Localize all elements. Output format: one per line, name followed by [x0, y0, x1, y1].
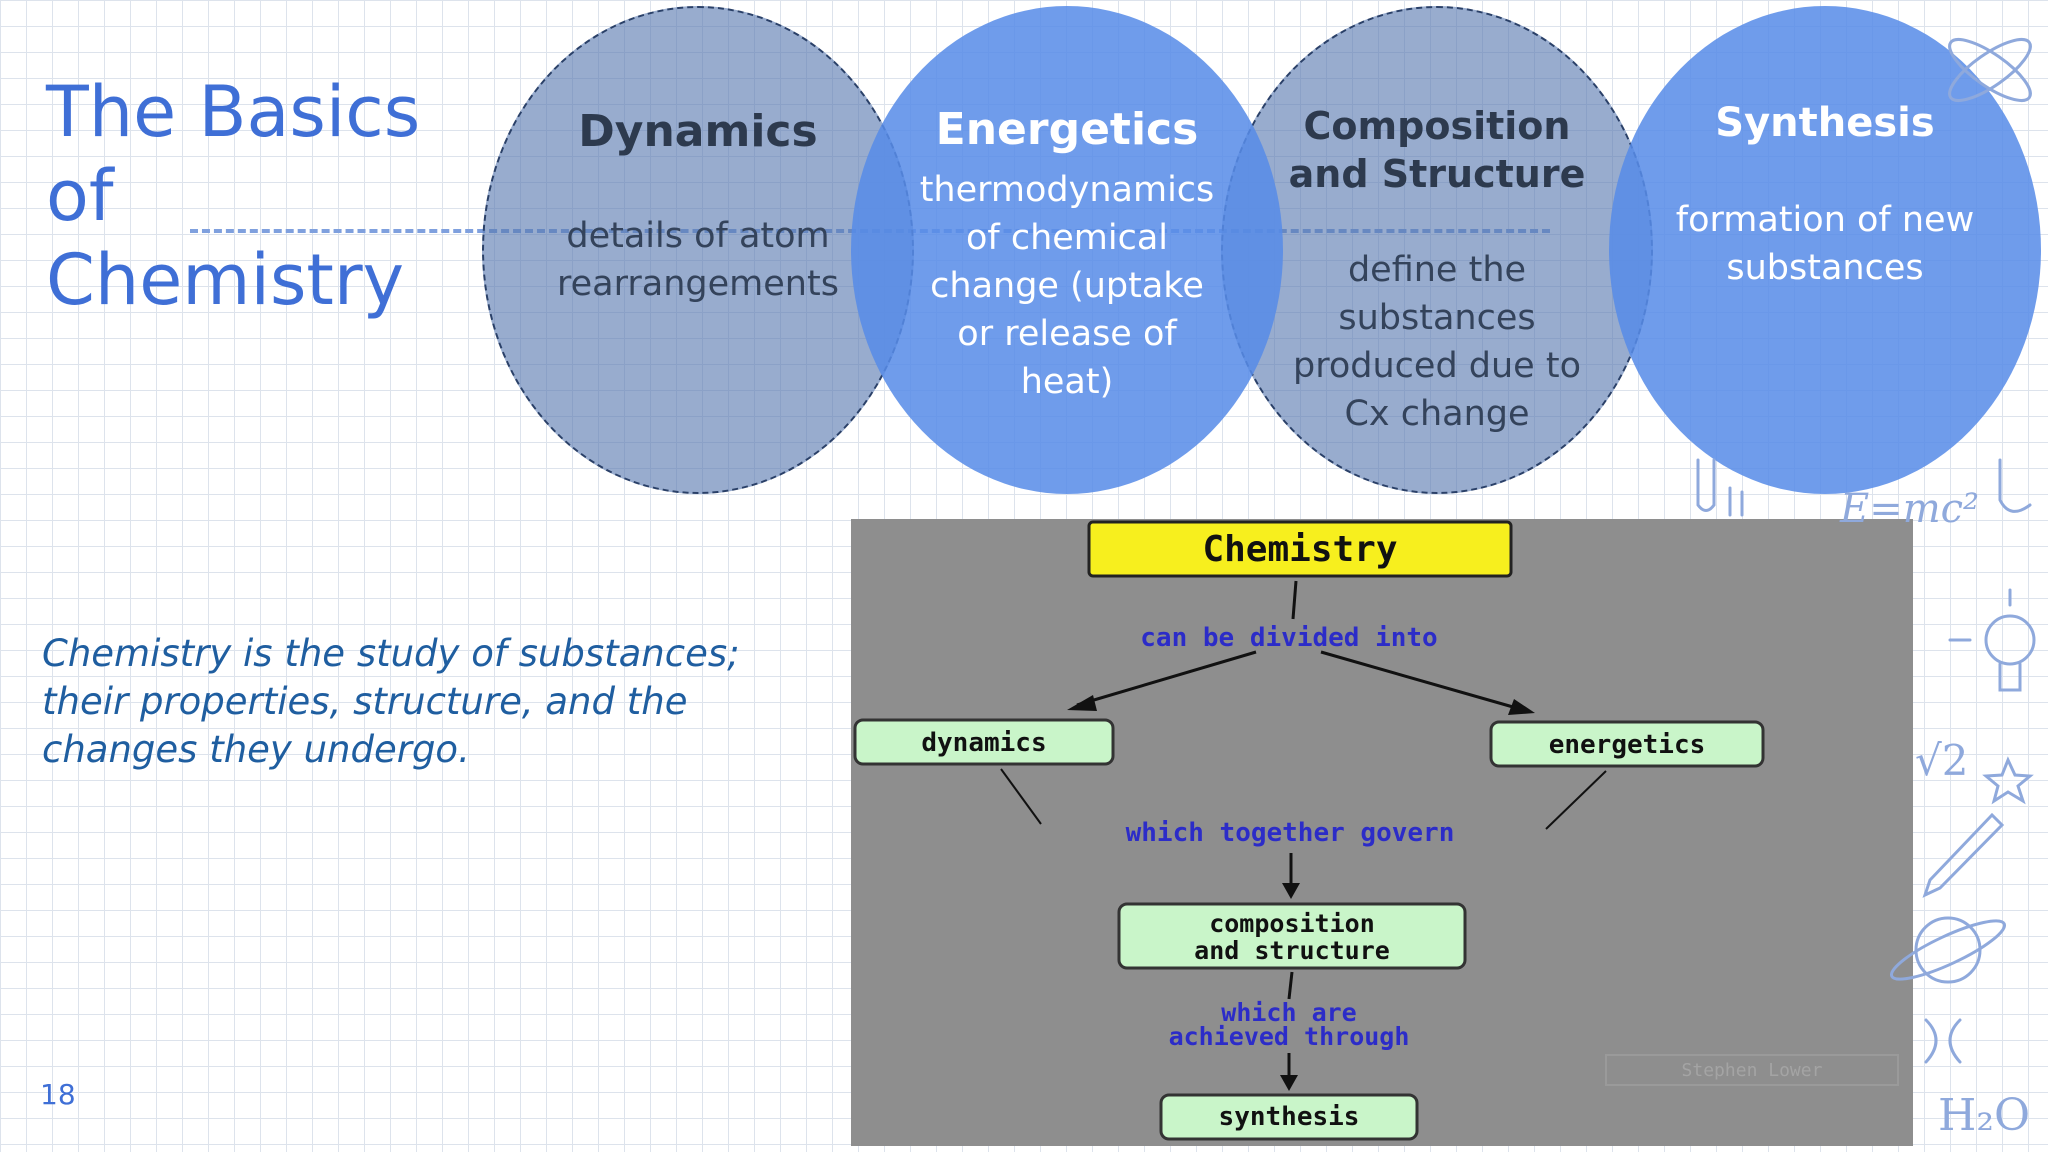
body-line: change (uptake	[930, 266, 1204, 306]
circle-dynamics-body: details of atom rearrangements	[528, 212, 868, 308]
node-synthesis-label: synthesis	[1219, 1102, 1360, 1132]
definition-line: changes they undergo.	[42, 728, 470, 771]
heading-line: Energetics	[935, 104, 1199, 155]
circle-composition-body: define the substances produced due to Cx…	[1267, 246, 1607, 438]
star-icon	[1982, 756, 2034, 805]
link-achieved-line-1: which are	[1221, 998, 1356, 1027]
page-number: 18	[40, 1078, 76, 1111]
body-line: substances	[1726, 248, 1924, 288]
node-dynamics-label: dynamics	[921, 728, 1046, 758]
watermark-box	[1605, 1054, 1899, 1086]
formula-water: H₂O	[1938, 1090, 2030, 1141]
heading-line: Composition	[1303, 104, 1571, 148]
thermometer-icon	[1922, 812, 2005, 898]
circle-synthesis-body: formation of new substances	[1653, 196, 1997, 292]
dna-icon	[1924, 1018, 1962, 1064]
node-synthesis	[1159, 1093, 1419, 1141]
circle-synthesis-heading: Synthesis	[1649, 100, 2001, 146]
lightbulb-icon	[1948, 588, 2036, 692]
formula-sqrt2: √2	[1915, 736, 1968, 785]
concept-map-background	[851, 519, 1913, 1146]
definition-line: their properties, structure, and the	[42, 680, 688, 723]
connector-line	[1545, 770, 1607, 830]
body-line: details of atom	[566, 216, 830, 256]
planet-icon	[1889, 916, 2007, 984]
root-node	[1087, 520, 1513, 578]
body-line: produced due to	[1293, 346, 1581, 386]
connector-line	[1287, 971, 1294, 1000]
heading-line: and Structure	[1288, 152, 1586, 196]
circle-energetics: Energetics thermodynamics of chemical ch…	[851, 6, 1283, 494]
atom-icon	[1948, 38, 2032, 102]
body-line: of chemical	[965, 218, 1169, 258]
body-line: thermodynamics	[919, 170, 1215, 210]
node-composition-line-2: and structure	[1194, 936, 1390, 965]
circle-composition-heading: Composition and Structure	[1263, 102, 1611, 198]
definition-line: Chemistry is the study of substances;	[42, 632, 740, 675]
link-achieved-line-2: achieved through	[1169, 1022, 1410, 1051]
node-energetics-label: energetics	[1549, 730, 1706, 760]
node-energetics	[1489, 720, 1765, 768]
body-line: Cx change	[1344, 394, 1530, 434]
arrow-head	[1280, 1075, 1298, 1091]
plug-icon	[1998, 458, 2032, 513]
arrow-head	[1282, 883, 1300, 899]
formula-emc2: E=mc²	[1839, 486, 1979, 532]
body-line: substances	[1338, 298, 1536, 338]
node-composition	[1117, 902, 1467, 970]
connector-line	[1000, 768, 1042, 825]
link-divided-into: can be divided into	[1140, 623, 1437, 653]
connector-line	[1076, 650, 1257, 707]
heading-line: Dynamics	[578, 106, 818, 157]
circle-energetics-heading: Energetics	[891, 104, 1243, 155]
root-node-label: Chemistry	[1202, 529, 1397, 570]
science-doodles: E=mc² √2 H₂O	[1696, 38, 2036, 1141]
title-line-1: The Basics of	[46, 71, 421, 237]
test-tube-icon	[1696, 458, 1744, 517]
arrow-head	[1508, 699, 1535, 715]
body-line: heat)	[1020, 362, 1114, 402]
heading-line: Synthesis	[1715, 100, 1935, 146]
title-line-2: Chemistry	[46, 239, 405, 321]
circle-energetics-body: thermodynamics of chemical change (uptak…	[895, 166, 1239, 406]
slide-title: The Basics of Chemistry	[46, 70, 486, 322]
body-line: formation of new	[1675, 200, 1975, 240]
body-line: or release of	[957, 314, 1177, 354]
node-composition-line-1: composition	[1209, 909, 1375, 938]
circle-synthesis: Synthesis formation of new substances	[1609, 6, 2041, 494]
watermark-text: Stephen Lower	[1682, 1060, 1823, 1081]
node-dynamics	[853, 718, 1115, 766]
connector-line	[1291, 580, 1298, 620]
chemistry-definition: Chemistry is the study of substances; th…	[42, 630, 742, 774]
concept-map: Chemistry can be divided into dynamics e…	[851, 519, 1913, 1146]
arrow-head	[1067, 695, 1097, 711]
connector-line	[1320, 650, 1521, 711]
circle-composition: Composition and Structure define the sub…	[1221, 6, 1653, 494]
circle-dynamics-heading: Dynamics	[524, 106, 872, 157]
body-line: rearrangements	[557, 264, 839, 304]
circle-dynamics: Dynamics details of atom rearrangements	[482, 6, 914, 494]
link-together-govern: which together govern	[1126, 818, 1455, 848]
body-line: define the	[1347, 250, 1527, 290]
